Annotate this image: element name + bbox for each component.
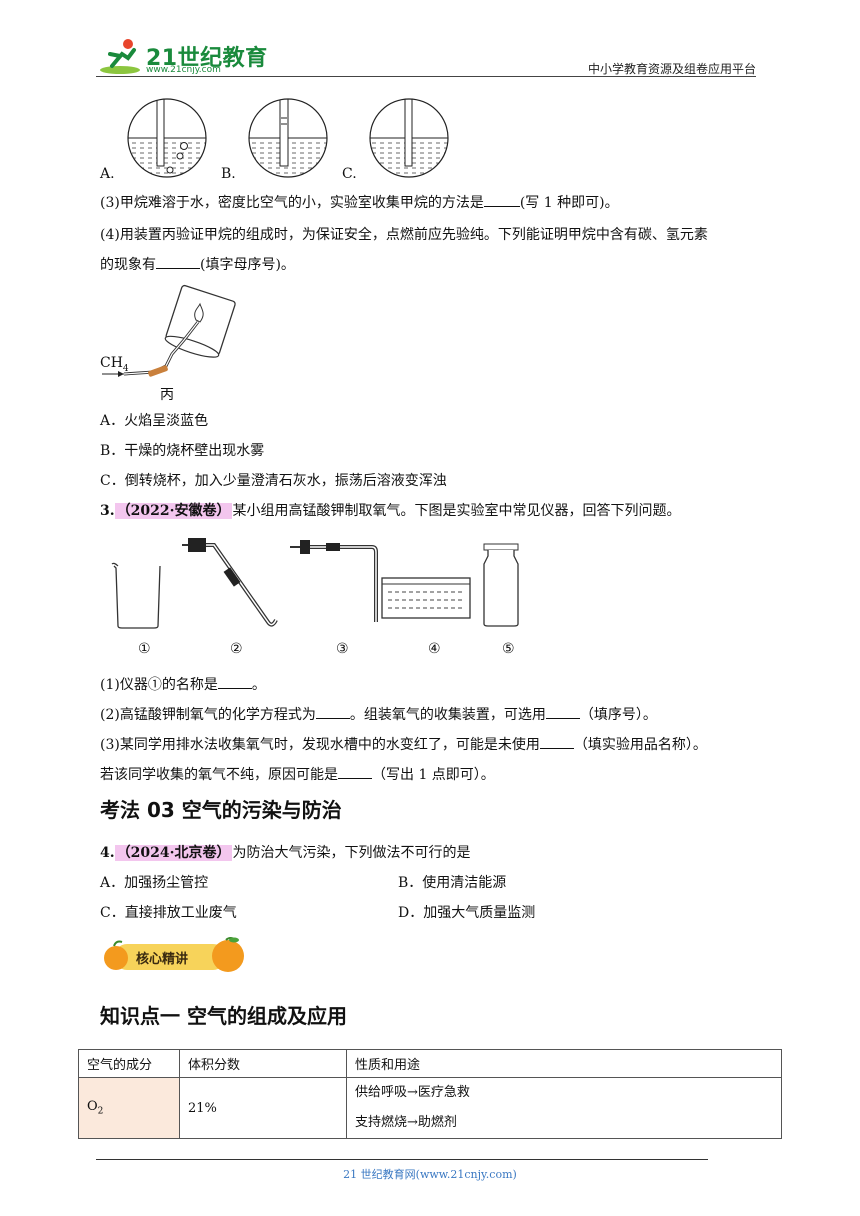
answer-blank[interactable]: [483, 194, 520, 207]
delivery-tube-straight: [290, 540, 378, 622]
q4-option-d: D．加强大气质量监测: [398, 905, 536, 921]
table-cell-uses: 供给呼吸→医疗急救 支持燃烧→助燃剂: [346, 1077, 782, 1139]
table-header-row: 空气的成分 体积分数 性质和用途: [78, 1049, 782, 1078]
section-title: 考法 03 空气的污染与防治: [100, 798, 342, 822]
instrument-label-5: ⑤: [502, 641, 515, 657]
source-tag: （2024·北京卷）: [114, 845, 233, 861]
instrument-label-1: ①: [138, 641, 151, 657]
q4-stem: 4.（2024·北京卷）为防治大气污染，下列做法不可行的是: [100, 845, 471, 861]
footer-source: 21 世纪教育网(www.21cnjy.com): [343, 1168, 517, 1181]
answer-blank[interactable]: [217, 676, 252, 689]
lab-instruments-figure: [111, 538, 519, 629]
use-item: 供给呼吸→医疗急救: [355, 1085, 470, 1100]
table-header-cell: 空气的成分: [78, 1049, 180, 1078]
option-b-label: B.: [221, 166, 236, 182]
instrument-label-4: ④: [428, 641, 441, 657]
gas-collecting-bottle: [483, 543, 519, 627]
q3-part3: (3)某同学用排水法收集氧气时，发现水槽中的水变红了，可能是未使用（填实验用品名…: [100, 736, 707, 753]
option-a-circle: [128, 99, 206, 177]
table-header-cell: 体积分数: [179, 1049, 347, 1078]
badge-text: 核心精讲: [136, 952, 189, 967]
apparatus-bing-figure: [102, 284, 236, 377]
option-a-label: A.: [100, 166, 115, 182]
beaker-instrument: [111, 562, 161, 629]
instrument-label-3: ③: [336, 641, 349, 657]
q2-choice-c: C．倒转烧杯，加入少量澄清石灰水，振荡后溶液变浑浊: [100, 473, 447, 489]
gas-formula: CH4: [100, 355, 129, 374]
source-tag: （2022·安徽卷）: [114, 503, 233, 519]
header-divider: [96, 76, 756, 77]
answer-blank[interactable]: [338, 766, 372, 779]
q2-part4-line1: (4)用装置丙验证甲烷的组成时，为保证安全，点燃前应先验纯。下列能证明甲烷中含有…: [100, 227, 708, 243]
gas-collection-circles-figure: [127, 98, 449, 178]
knowledge-point-title: 知识点一 空气的组成及应用: [100, 1004, 347, 1028]
q2-choice-a: A．火焰呈淡蓝色: [100, 413, 209, 429]
logo-url: www.21cnjy.com: [146, 65, 221, 75]
delivery-tube-bent: [182, 538, 278, 627]
q4-option-c: C．直接排放工业废气: [100, 905, 237, 921]
air-composition-table: 空气的成分 体积分数 性质和用途 O2 21% 供给呼吸→医疗急救 支持燃烧→助…: [78, 1049, 782, 1139]
use-item: 支持燃烧→助燃剂: [355, 1115, 457, 1130]
table-cell-component: O2: [78, 1077, 180, 1139]
table-row: O2 21% 供给呼吸→医疗急救 支持燃烧→助燃剂: [78, 1077, 782, 1139]
q3-part2: (2)高锰酸钾制氧气的化学方程式为。组装氧气的收集装置，可选用（填序号）。: [100, 706, 657, 723]
answer-blank[interactable]: [539, 736, 574, 749]
option-b-circle: [249, 99, 327, 177]
q2-part3: (3)甲烷难溶于水，密度比空气的小，实验室收集甲烷的方法是(写 1 种即可)。: [100, 194, 619, 211]
q2-part4-line2: 的现象有(填字母序号)。: [100, 256, 295, 273]
orange-badge-icon: [104, 937, 244, 972]
option-c-label: C.: [342, 166, 357, 182]
answer-blank[interactable]: [315, 706, 350, 719]
option-c-circle: [370, 99, 448, 177]
q4-option-b: B．使用清洁能源: [398, 875, 507, 891]
table-cell-fraction: 21%: [179, 1077, 347, 1139]
q4-option-a: A．加强扬尘管控: [100, 875, 209, 891]
logo-text: 21世纪教育: [146, 46, 268, 71]
q2-choice-b: B．干燥的烧杯壁出现水雾: [100, 443, 265, 459]
instrument-label-2: ②: [230, 641, 243, 657]
footer-divider: [96, 1159, 708, 1160]
logo: [98, 36, 146, 76]
figure-bing-label: 丙: [160, 387, 174, 403]
table-header-cell: 性质和用途: [346, 1049, 782, 1078]
header-platform-text: 中小学教育资源及组卷应用平台: [587, 62, 756, 76]
runner-logo-icon: [100, 39, 140, 74]
q3-part3b: 若该同学收集的氧气不纯，原因可能是（写出 1 点即可）。: [100, 766, 495, 783]
answer-blank[interactable]: [156, 256, 200, 269]
water-trough: [381, 577, 471, 619]
answer-blank[interactable]: [545, 706, 580, 719]
q3-part1: (1)仪器①的名称是。: [100, 676, 266, 693]
q3-stem: 3.（2022·安徽卷）某小组用高锰酸钾制取氧气。下图是实验室中常见仪器，回答下…: [100, 503, 681, 519]
core-lecture-badge: 核心精讲: [100, 936, 244, 976]
